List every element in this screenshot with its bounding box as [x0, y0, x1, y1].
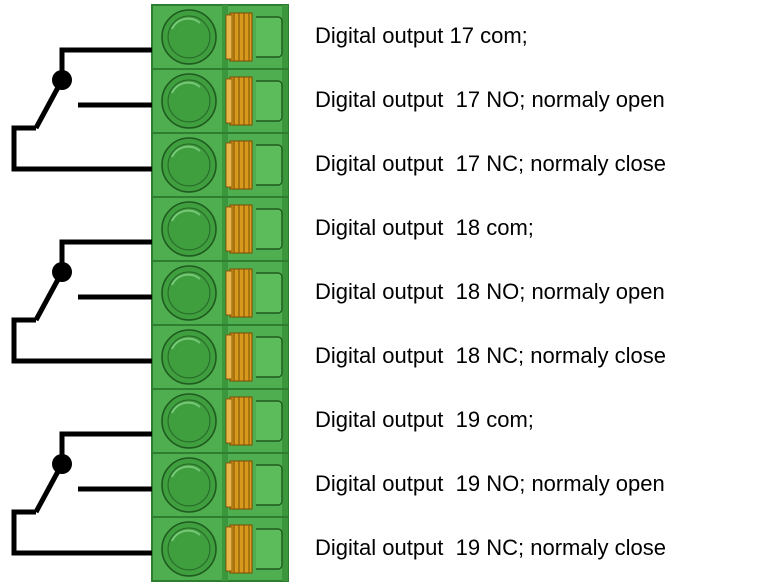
relay-com-wire [59, 431, 152, 464]
wire-entry-icon [256, 16, 283, 58]
contact-clamp-icon [225, 524, 253, 574]
wire-entry-icon [256, 272, 283, 314]
screw-highlight-icon [171, 273, 201, 286]
screw-inner-ring-icon [167, 207, 211, 251]
relay-wiring [11, 47, 152, 556]
relay-18-wiring [11, 239, 152, 364]
screw-inner-ring-icon [167, 527, 211, 571]
contact-clamp-icon [225, 396, 253, 446]
relay-nc-wire [11, 317, 152, 364]
screw-highlight-icon [171, 529, 201, 542]
terminal-label-2: Digital output 17 NO; normaly open [315, 87, 665, 112]
screw-inner-ring-icon [167, 79, 211, 123]
relay-nc-wire [11, 125, 152, 172]
wire-entry-icon [256, 400, 283, 442]
terminal-block-right-edge [282, 5, 288, 581]
relay-switch-arm [33, 270, 65, 322]
relay-nc-wire [11, 509, 152, 556]
relay-com-wire [59, 47, 152, 80]
relay-switch-arm [33, 78, 65, 130]
screw-highlight-icon [171, 401, 201, 414]
wire-entry-icon [256, 336, 283, 378]
terminal-label-7: Digital output 19 com; [315, 407, 534, 432]
screw-inner-ring-icon [167, 335, 211, 379]
contact-clamp-icon [225, 332, 253, 382]
relay-19-wiring [11, 431, 152, 556]
screw-inner-ring-icon [167, 271, 211, 315]
wire-entry-icon [256, 208, 283, 250]
terminal-block [151, 4, 289, 582]
relay-com-wire [59, 239, 152, 272]
contact-clamp-icon [225, 460, 253, 510]
terminal-label-5: Digital output 18 NO; normaly open [315, 279, 665, 304]
screw-highlight-icon [171, 209, 201, 222]
wire-entry-icon [256, 528, 283, 570]
terminal-label-1: Digital output 17 com; [315, 23, 528, 48]
terminal-block-inner-edge [222, 5, 228, 581]
screw-inner-ring-icon [167, 143, 211, 187]
terminal-label-8: Digital output 19 NO; normaly open [315, 471, 665, 496]
contact-clamp-icon [225, 76, 253, 126]
screw-highlight-icon [171, 81, 201, 94]
contact-clamp-icon [225, 204, 253, 254]
screw-highlight-icon [171, 337, 201, 350]
wire-entry-icon [256, 80, 283, 122]
relay-switch-arm [33, 462, 65, 514]
wire-entry-icon [256, 144, 283, 186]
screw-highlight-icon [171, 17, 201, 30]
screw-inner-ring-icon [167, 15, 211, 59]
terminal-label-9: Digital output 19 NC; normaly close [315, 535, 666, 560]
contact-clamp-icon [225, 268, 253, 318]
terminal-label-6: Digital output 18 NC; normaly close [315, 343, 666, 368]
contact-clamp-icon [225, 12, 253, 62]
contact-clamp-icon [225, 140, 253, 190]
screw-inner-ring-icon [167, 463, 211, 507]
screw-inner-ring-icon [167, 399, 211, 443]
screw-highlight-icon [171, 145, 201, 158]
terminal-label-3: Digital output 17 NC; normaly close [315, 151, 666, 176]
terminal-label-4: Digital output 18 com; [315, 215, 534, 240]
screw-highlight-icon [171, 465, 201, 478]
wire-entry-icon [256, 464, 283, 506]
relay-17-wiring [11, 47, 152, 172]
